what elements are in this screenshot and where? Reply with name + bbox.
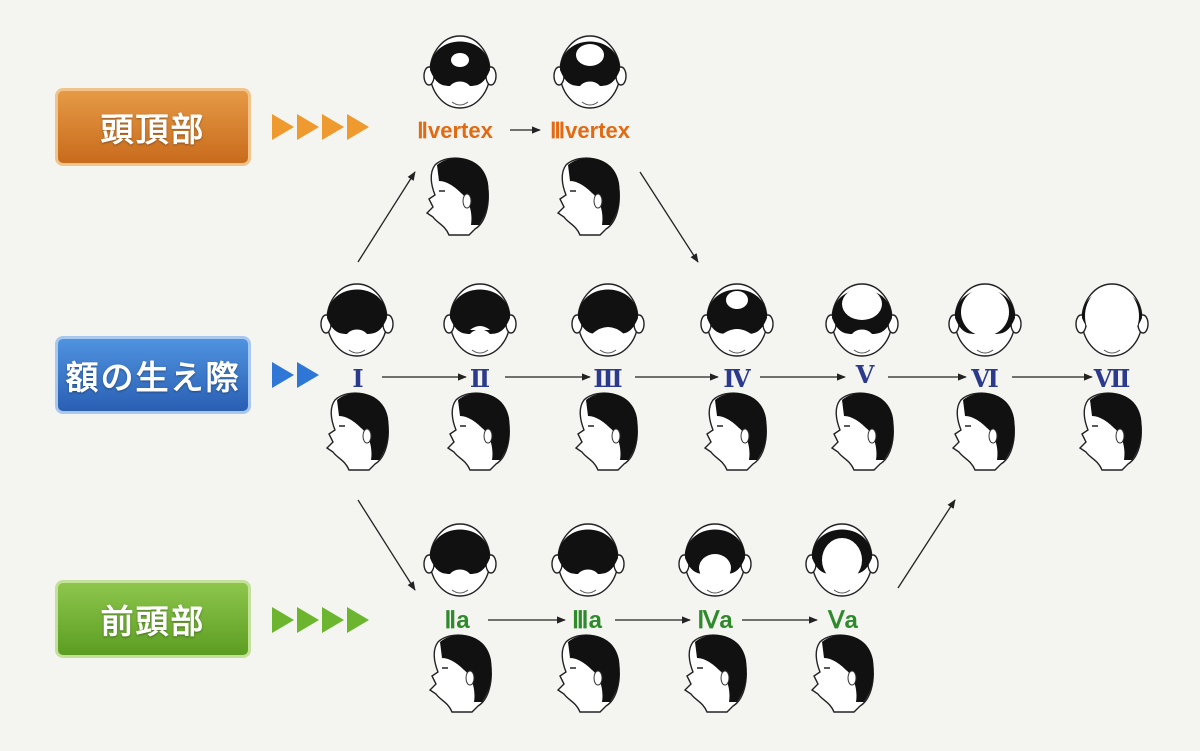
stage-label-vertex-2: Ⅱvertex	[417, 118, 493, 143]
chevron-right-icon	[297, 114, 319, 140]
head-side-view-icon	[575, 392, 639, 471]
arrow-icon	[639, 171, 699, 263]
stage-label-hairline-7: Ⅶ	[1093, 367, 1131, 393]
head-side-view-icon	[831, 392, 895, 471]
chevron-right-icon	[297, 362, 319, 388]
head-top-view-icon	[571, 283, 645, 357]
stage-label-hairline-5: Ⅴ	[855, 363, 875, 389]
stage-label-hairline-2: Ⅱ	[469, 367, 491, 393]
hairline-chevrons	[272, 362, 319, 388]
stage-label-hairline-1: Ⅰ	[352, 367, 364, 393]
chevron-right-icon	[347, 114, 369, 140]
head-top-view-icon	[423, 35, 497, 109]
head-side-view-icon	[704, 392, 768, 471]
head-side-view-icon	[557, 157, 621, 236]
head-top-view-icon	[825, 283, 899, 357]
stage-label-hairline-3: Ⅲ	[593, 367, 623, 393]
head-side-view-icon	[952, 392, 1016, 471]
stage-label-hairline-4: Ⅳ	[723, 367, 751, 393]
chevron-right-icon	[297, 607, 319, 633]
frontal-chevrons	[272, 607, 369, 633]
head-top-view-icon	[551, 523, 625, 597]
arrow-icon	[357, 171, 416, 263]
head-top-view-icon	[700, 283, 774, 357]
head-side-view-icon	[684, 634, 748, 713]
head-side-view-icon	[811, 634, 875, 713]
category-frontal-button: 前頭部	[55, 580, 251, 658]
chevron-right-icon	[322, 114, 344, 140]
head-side-view-icon	[429, 634, 493, 713]
chevron-right-icon	[272, 114, 294, 140]
stage-label-frontal-4a: Ⅳa	[697, 607, 733, 634]
head-top-view-icon	[443, 283, 517, 357]
head-side-view-icon	[326, 392, 390, 471]
head-top-view-icon	[553, 35, 627, 109]
head-side-view-icon	[1079, 392, 1143, 471]
head-top-view-icon	[805, 523, 879, 597]
vertex-chevrons	[272, 114, 369, 140]
chevron-right-icon	[347, 607, 369, 633]
stage-label-hairline-6: Ⅵ	[971, 367, 999, 393]
stage-label-frontal-5a: Ⅴa	[828, 607, 858, 634]
head-side-view-icon	[557, 634, 621, 713]
category-vertex-button: 頭頂部	[55, 88, 251, 166]
head-top-view-icon	[320, 283, 394, 357]
head-top-view-icon	[423, 523, 497, 597]
chevron-right-icon	[272, 607, 294, 633]
arrow-icon	[897, 499, 956, 589]
category-hairline-button: 額の生え際	[55, 336, 251, 414]
stage-label-frontal-2a: Ⅱa	[444, 607, 470, 634]
stage-label-frontal-3a: Ⅲa	[572, 607, 602, 634]
head-top-view-icon	[678, 523, 752, 597]
head-top-view-icon	[948, 283, 1022, 357]
arrow-icon	[357, 499, 416, 591]
chevron-right-icon	[322, 607, 344, 633]
head-side-view-icon	[447, 392, 511, 471]
stage-label-vertex-3: Ⅲvertex	[550, 118, 630, 143]
head-top-view-icon	[1075, 283, 1149, 357]
head-side-view-icon	[426, 157, 490, 236]
chevron-right-icon	[272, 362, 294, 388]
